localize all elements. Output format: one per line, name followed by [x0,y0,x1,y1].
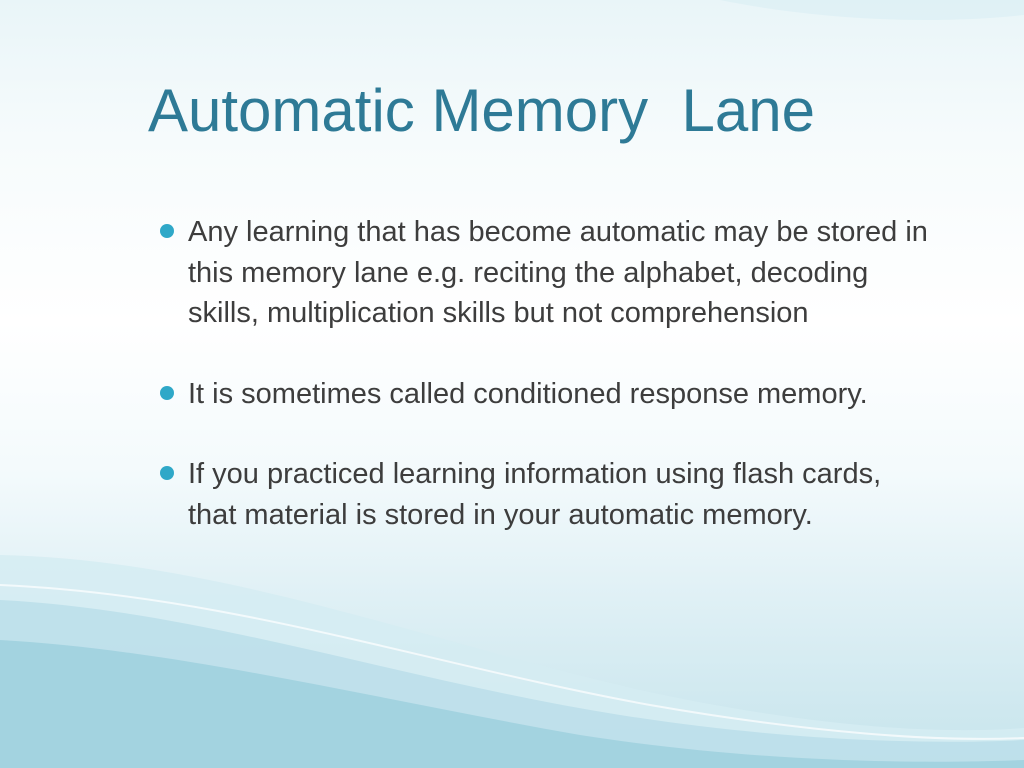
bullet-text: If you practiced learning information us… [188,458,882,531]
bullet-text: Any learning that has become automatic m… [188,216,928,329]
circle-bullet-icon [160,466,174,480]
wave-band-dark [0,640,1024,768]
bullet-item: Any learning that has become automatic m… [160,212,930,334]
bullet-item: If you practiced learning information us… [160,454,930,535]
circle-bullet-icon [160,224,174,238]
bullet-text: It is sometimes called conditioned respo… [188,377,868,410]
circle-bullet-icon [160,385,174,400]
bullet-list: Any learning that has become automatic m… [160,212,930,575]
wave-highlight-line [0,584,1024,740]
slide-title: Automatic Memory Lane [148,77,815,144]
wave-top-right [720,0,1024,20]
bullet-item: It is sometimes called conditioned respo… [160,374,930,415]
